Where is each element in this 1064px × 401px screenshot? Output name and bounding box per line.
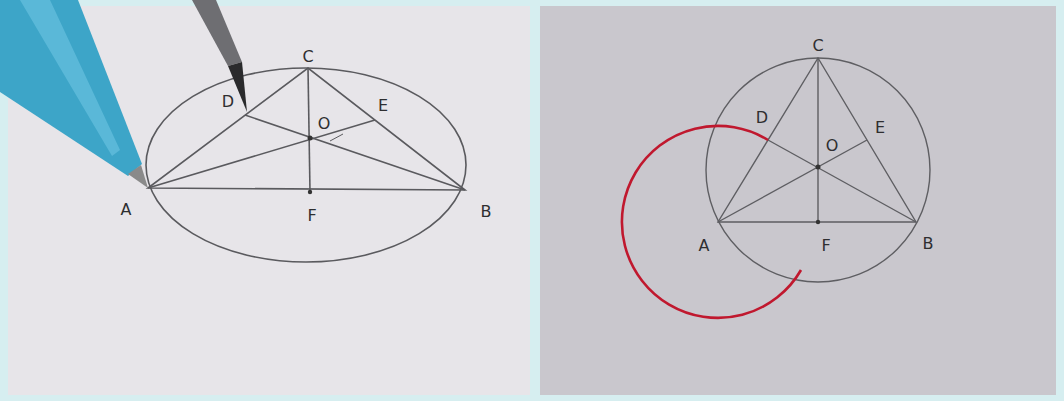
compass-leg: [192, 0, 242, 66]
point-label: A: [699, 238, 710, 254]
compass-highlight: [20, 0, 120, 156]
left-construction: [146, 68, 466, 262]
point-label: F: [307, 208, 316, 224]
left-points: [308, 136, 313, 195]
point: [816, 220, 820, 224]
point: [816, 165, 821, 170]
point-label: D: [756, 110, 768, 126]
right-photo: [540, 6, 1056, 395]
point-label: B: [923, 236, 934, 252]
point-label: A: [121, 202, 132, 218]
triangle: [718, 58, 916, 222]
point-label: O: [826, 138, 839, 154]
circle-outline: [146, 68, 466, 262]
median-line: [817, 58, 818, 222]
point-label: D: [222, 94, 234, 110]
tick-mark: [330, 134, 343, 141]
triangle: [148, 68, 465, 190]
median-line: [768, 140, 916, 222]
point-label: O: [318, 116, 331, 132]
right-points: [816, 165, 821, 225]
right-construction: [706, 58, 930, 282]
compass: [0, 0, 247, 188]
point-label: C: [302, 49, 313, 65]
point-label: E: [875, 120, 885, 136]
median-line: [718, 140, 867, 222]
median-line: [308, 68, 310, 192]
median-line: [245, 115, 465, 190]
point: [308, 136, 313, 141]
point-label: C: [812, 38, 823, 54]
point-label: F: [821, 238, 830, 254]
circle-outline: [706, 58, 930, 282]
point: [308, 190, 312, 194]
median-line: [148, 120, 375, 188]
compass-leg: [0, 0, 142, 176]
point-label: B: [481, 204, 492, 220]
pencil-lead: [128, 165, 148, 188]
red-arc: [622, 126, 801, 318]
point-label: E: [378, 98, 388, 114]
